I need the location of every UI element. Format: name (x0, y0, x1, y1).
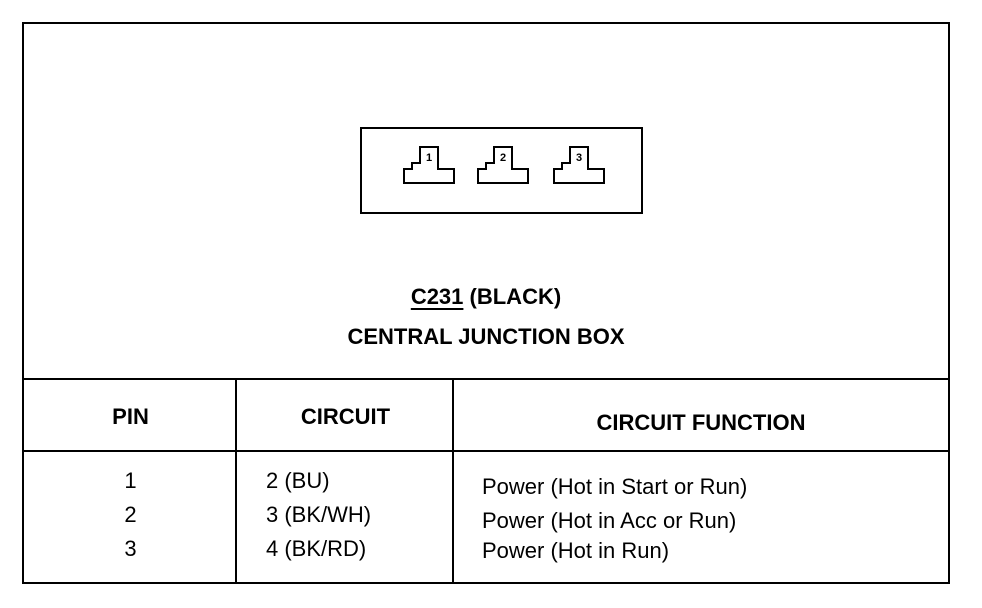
table-row: 1 2 (BU) Power (Hot in Start or Run) (24, 468, 948, 502)
header-circuit-function: CIRCUIT FUNCTION (596, 410, 806, 435)
function-cell: Power (Hot in Start or Run) (482, 474, 748, 499)
function-cell: Power (Hot in Acc or Run) (482, 508, 737, 533)
pin-number: 2 (499, 152, 507, 164)
pin-3-terminal: 3 (550, 145, 608, 185)
pin-2-terminal: 2 (474, 145, 532, 185)
terminal-icon (477, 146, 529, 184)
connector-chart-frame: 1 2 3 C231 (BLACK) CENTRAL JUNCTION BOX (22, 22, 950, 584)
function-cell: Power (Hot in Run) (482, 538, 670, 563)
connector-id: C231 (410, 284, 464, 309)
connector-diagram-area: 1 2 3 C231 (BLACK) CENTRAL JUNCTION BOX (24, 24, 948, 380)
pin-number: 3 (575, 152, 583, 164)
circuit-column (237, 380, 454, 582)
header-circuit: CIRCUIT (300, 404, 391, 429)
pinout-table: PIN CIRCUIT CIRCUIT FUNCTION 1 2 (BU) Po… (24, 380, 948, 582)
connector-id-line: C231 (BLACK) (24, 284, 948, 310)
pin-cell: 1 (124, 468, 137, 493)
circuit-cell: 4 (BK/RD) (266, 536, 367, 561)
terminal-icon (403, 146, 455, 184)
connector-name: CENTRAL JUNCTION BOX (347, 324, 625, 349)
connector-face: 1 2 3 (360, 127, 643, 214)
table-row: 3 4 (BK/RD) Power (Hot in Run) (24, 536, 948, 570)
table-header-row: PIN CIRCUIT CIRCUIT FUNCTION (24, 380, 948, 452)
header-pin: PIN (112, 404, 149, 429)
table-row: 2 3 (BK/WH) Power (Hot in Acc or Run) (24, 502, 948, 536)
circuit-cell: 3 (BK/WH) (266, 502, 372, 527)
circuit-cell: 2 (BU) (266, 468, 330, 493)
pin-number: 1 (425, 152, 433, 164)
pin-column (24, 380, 237, 582)
pin-1-terminal: 1 (400, 145, 458, 185)
connector-color: (BLACK) (469, 284, 562, 309)
terminal-icon (553, 146, 605, 184)
pin-cell: 2 (124, 502, 137, 527)
pin-cell: 3 (124, 536, 137, 561)
